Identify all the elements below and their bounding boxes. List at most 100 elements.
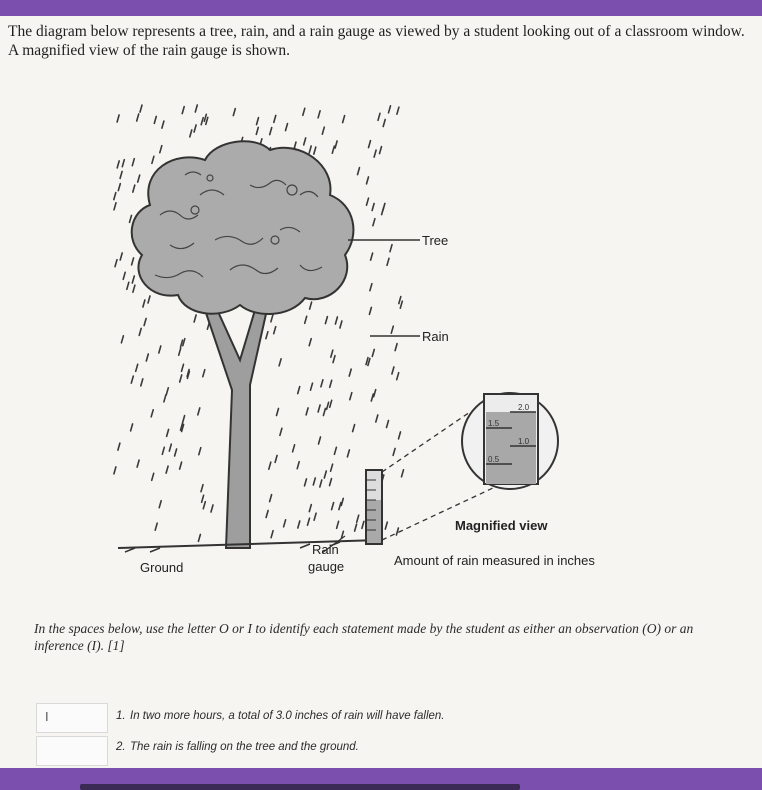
raindrop bbox=[361, 520, 365, 530]
raindrop bbox=[328, 477, 333, 487]
raindrop bbox=[373, 149, 377, 158]
raindrop bbox=[255, 116, 260, 126]
raindrop bbox=[302, 137, 307, 146]
raindrop bbox=[395, 371, 400, 381]
raindrop bbox=[365, 356, 369, 366]
raindrop bbox=[113, 466, 117, 475]
raindrop bbox=[268, 493, 273, 503]
answer-box-2[interactable] bbox=[36, 736, 108, 766]
raindrop bbox=[367, 139, 372, 149]
raindrop bbox=[308, 337, 313, 347]
tree-canopy bbox=[130, 140, 355, 316]
gauge-tick-2-0: 2.0 bbox=[518, 403, 530, 412]
raindrop bbox=[372, 388, 377, 398]
raindrop bbox=[117, 182, 122, 192]
raindrop bbox=[308, 145, 313, 154]
raindrop bbox=[270, 529, 274, 539]
raindrop bbox=[130, 257, 135, 266]
raindrop bbox=[139, 104, 143, 113]
raindrop bbox=[129, 423, 134, 432]
raindrop bbox=[180, 363, 185, 373]
raindrop bbox=[197, 407, 201, 416]
answer-box-1[interactable]: I bbox=[36, 703, 108, 733]
raindrop bbox=[301, 107, 306, 117]
raindrop bbox=[371, 202, 375, 212]
raindrop bbox=[128, 214, 133, 224]
raindrop bbox=[275, 407, 280, 417]
ground-label: Ground bbox=[140, 560, 183, 575]
raindrop bbox=[136, 174, 141, 183]
raindrop bbox=[272, 114, 277, 124]
raindrop bbox=[368, 306, 373, 316]
raindrop bbox=[346, 449, 351, 458]
answer-value-1: I bbox=[45, 709, 49, 724]
raindrop bbox=[335, 520, 340, 530]
raindrop bbox=[197, 533, 202, 543]
raindrop bbox=[145, 353, 150, 362]
raindrop bbox=[369, 252, 374, 261]
raindrop bbox=[119, 252, 123, 261]
question-intro: The diagram below represents a tree, rai… bbox=[8, 23, 745, 59]
raindrop bbox=[153, 115, 158, 125]
raindrop bbox=[120, 334, 125, 344]
raindrop bbox=[317, 110, 321, 119]
raindrop bbox=[305, 407, 309, 416]
raindrop bbox=[365, 197, 370, 206]
raindrop bbox=[168, 443, 173, 452]
raindrop bbox=[138, 327, 142, 337]
raindrop bbox=[384, 521, 389, 530]
raindrop bbox=[186, 370, 191, 380]
raindrop bbox=[374, 414, 379, 423]
raindrop bbox=[140, 378, 144, 387]
raindrop bbox=[255, 126, 260, 136]
raindrop bbox=[396, 106, 400, 115]
magnified-view-label: Magnified view bbox=[455, 518, 548, 533]
raindrop bbox=[131, 275, 136, 284]
raindrop bbox=[161, 120, 165, 129]
raindrop bbox=[392, 447, 396, 457]
raindrop bbox=[382, 118, 387, 128]
raindrop bbox=[272, 325, 277, 335]
raindrop bbox=[328, 379, 333, 389]
gauge-tick-1-5: 1.5 bbox=[488, 419, 500, 428]
raindrop bbox=[313, 512, 317, 522]
raindrop bbox=[161, 446, 166, 456]
raindrop bbox=[306, 517, 311, 527]
magnified-gauge-water bbox=[486, 412, 536, 484]
raindrop bbox=[390, 325, 395, 335]
raindrop bbox=[279, 427, 283, 437]
raindrop bbox=[317, 404, 321, 413]
worksheet-page bbox=[0, 16, 762, 768]
top-border bbox=[0, 0, 762, 16]
raindrop bbox=[371, 348, 376, 358]
raindrop bbox=[296, 520, 301, 529]
raindrop bbox=[353, 523, 358, 532]
raindrop bbox=[296, 460, 301, 470]
raindrop bbox=[181, 414, 186, 424]
raindrop bbox=[397, 431, 402, 440]
raindrop bbox=[355, 514, 360, 524]
raindrop bbox=[399, 300, 404, 310]
raindrop bbox=[189, 129, 193, 138]
ground-line bbox=[117, 539, 381, 549]
raindrop bbox=[135, 113, 140, 122]
raindrop bbox=[165, 465, 169, 474]
raindrop bbox=[198, 446, 202, 456]
raindrop bbox=[150, 408, 154, 418]
raindrop bbox=[400, 468, 405, 478]
rain-gauge-label-line2: gauge bbox=[308, 559, 344, 574]
tree-trunk bbox=[203, 298, 270, 549]
raindrop bbox=[382, 202, 386, 212]
raindrop bbox=[151, 155, 155, 165]
raindrop bbox=[265, 509, 269, 519]
rain-label: Rain bbox=[422, 329, 449, 344]
raindrop bbox=[367, 357, 371, 367]
raindrop bbox=[113, 202, 117, 211]
raindrop bbox=[130, 375, 135, 384]
raindrop bbox=[339, 320, 343, 329]
raindrop bbox=[331, 145, 336, 154]
raindrop bbox=[194, 104, 199, 113]
raindrop bbox=[356, 166, 361, 176]
raindrop bbox=[154, 522, 158, 532]
canopy-texture bbox=[154, 171, 323, 279]
